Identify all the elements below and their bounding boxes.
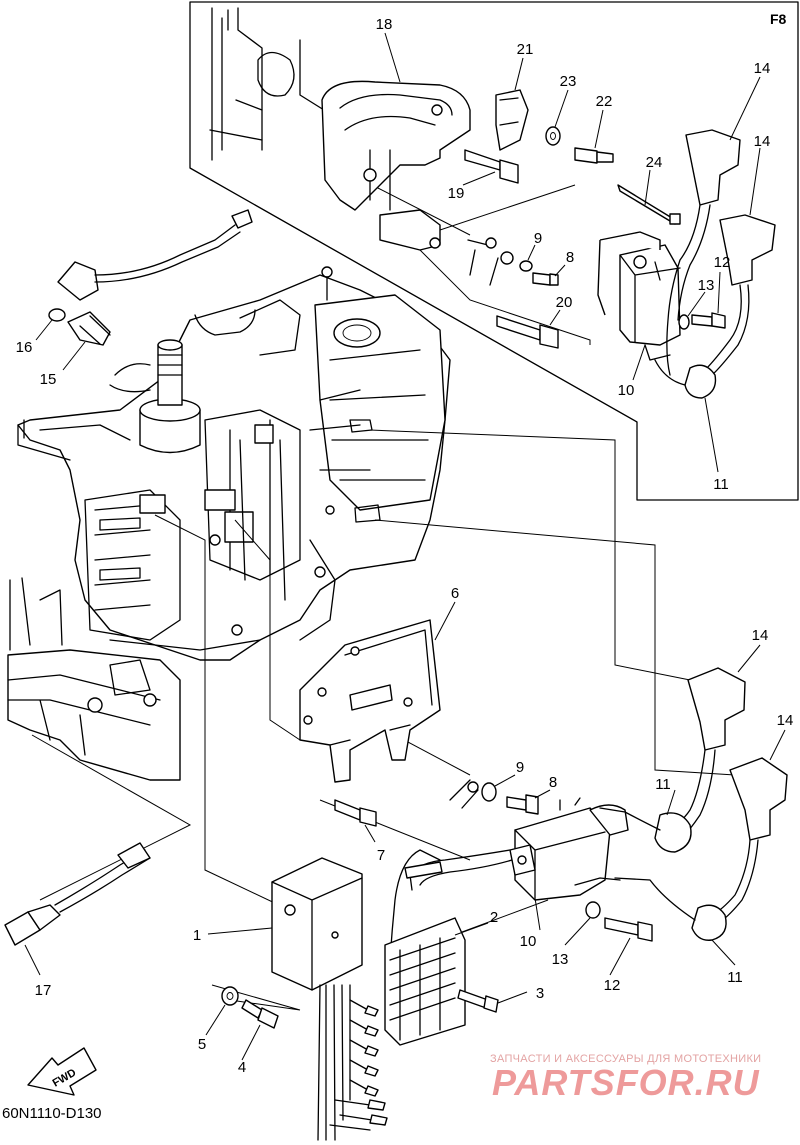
callout-9a: 9 bbox=[534, 230, 542, 247]
callout-13a: 13 bbox=[698, 277, 715, 294]
callout-19: 19 bbox=[448, 185, 465, 202]
reference-lines bbox=[31, 167, 736, 1011]
callout-14a: 14 bbox=[754, 60, 771, 77]
callout-6: 6 bbox=[451, 585, 459, 602]
callout-23: 23 bbox=[560, 73, 577, 90]
callout-7: 7 bbox=[377, 847, 385, 864]
callout-4: 4 bbox=[238, 1059, 246, 1076]
callout-1: 1 bbox=[193, 927, 201, 944]
watermark-tagline: ЗАПЧАСТИ И АКСЕССУАРЫ ДЛЯ МОТОТЕХНИКИ bbox=[490, 1053, 761, 1065]
callout-12b: 12 bbox=[604, 977, 621, 994]
callout-14c: 14 bbox=[752, 627, 769, 644]
callout-5: 5 bbox=[198, 1036, 206, 1053]
callout-leaders bbox=[24, 32, 786, 1061]
callout-3: 3 bbox=[536, 985, 544, 1002]
fwd-arrow: FWD bbox=[27, 1047, 97, 1096]
callout-11b: 11 bbox=[655, 776, 671, 793]
callout-8a: 8 bbox=[566, 249, 574, 266]
callout-14d: 14 bbox=[777, 712, 794, 729]
callout-22: 22 bbox=[596, 93, 613, 110]
callout-10b: 10 bbox=[520, 933, 537, 950]
callout-12a: 12 bbox=[714, 254, 731, 271]
frame-label: F8 bbox=[770, 11, 787, 27]
engine-block bbox=[7, 7, 451, 781]
callout-10a: 10 bbox=[618, 382, 635, 399]
lower-assembly bbox=[221, 619, 788, 1141]
callout-11c: 11 bbox=[727, 969, 743, 986]
callout-9b: 9 bbox=[516, 759, 524, 776]
callout-labels: 18 21 23 22 14 14 24 19 9 8 12 13 20 10 … bbox=[16, 16, 794, 1076]
left-parts bbox=[4, 209, 253, 946]
callout-11a: 11 bbox=[713, 476, 729, 493]
callout-20: 20 bbox=[556, 294, 573, 311]
watermark-logo: PARTSFOR.RU bbox=[492, 1062, 760, 1103]
callout-8b: 8 bbox=[549, 774, 557, 791]
callout-17: 17 bbox=[35, 982, 52, 999]
callout-2: 2 bbox=[490, 909, 498, 926]
callout-24: 24 bbox=[646, 154, 663, 171]
callout-18: 18 bbox=[376, 16, 393, 33]
f8-parts bbox=[321, 80, 776, 399]
diagram-code: 60N1110-D130 bbox=[2, 1105, 102, 1122]
callout-21: 21 bbox=[517, 41, 534, 58]
callout-16: 16 bbox=[16, 339, 33, 356]
callout-14b: 14 bbox=[754, 133, 771, 150]
watermark: ЗАПЧАСТИ И АКСЕССУАРЫ ДЛЯ МОТОТЕХНИКИ PA… bbox=[490, 1053, 761, 1103]
callout-13b: 13 bbox=[552, 951, 569, 968]
callout-15: 15 bbox=[40, 371, 57, 388]
